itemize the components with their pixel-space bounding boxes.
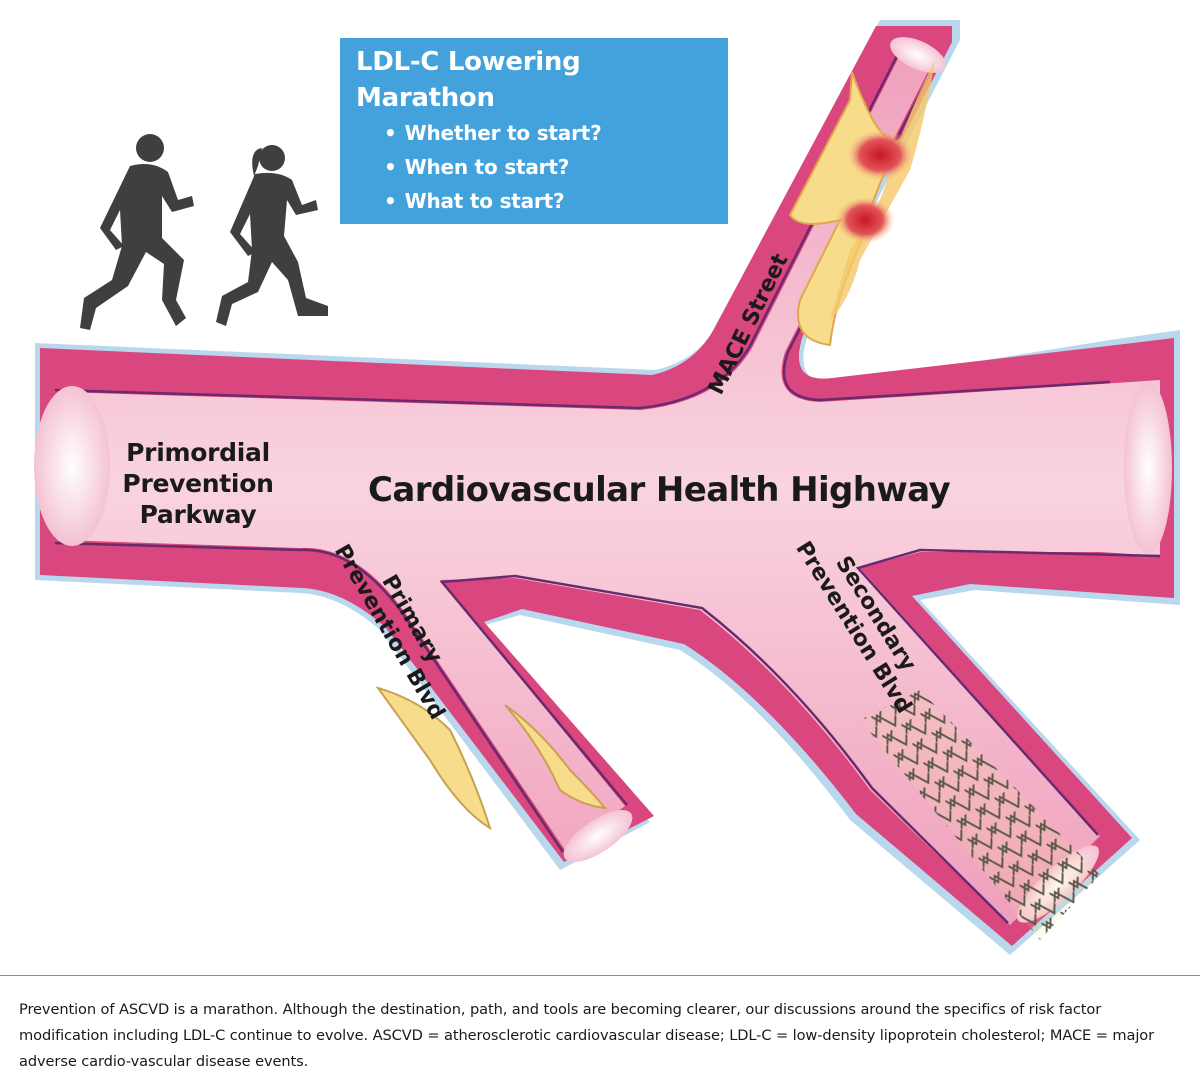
primary-plaque bbox=[375, 686, 608, 831]
diagram-figure: LDL-C Lowering Marathon Whether to start… bbox=[0, 0, 1200, 975]
artery-illustration bbox=[34, 20, 1180, 955]
vessel-lumen bbox=[60, 45, 1160, 925]
infobox-list: Whether to start? When to start? What to… bbox=[354, 116, 718, 252]
ldl-marathon-infobox: LDL-C Lowering Marathon Whether to start… bbox=[340, 38, 728, 247]
cardiovascular-health-highway-label: Cardiovascular Health Highway bbox=[368, 470, 951, 510]
stent bbox=[860, 690, 1100, 940]
runner-woman-icon bbox=[216, 145, 328, 326]
primordial-prevention-label: Primordial Prevention Parkway bbox=[122, 438, 274, 529]
runner-man-icon bbox=[80, 134, 194, 330]
infobox-item: Whether to start? bbox=[384, 116, 718, 150]
infobox-item: What to start? bbox=[384, 184, 718, 218]
figure-caption: Prevention of ASCVD is a marathon. Altho… bbox=[19, 1001, 1155, 1070]
mace-plaque bbox=[788, 60, 935, 347]
internal-lamina bbox=[54, 43, 1161, 924]
infobox-title: LDL-C Lowering Marathon bbox=[356, 47, 581, 113]
infobox-item: When to start? bbox=[384, 150, 718, 184]
infobox-item: How intensive should it be? bbox=[384, 218, 718, 252]
caption-divider bbox=[0, 975, 1200, 976]
